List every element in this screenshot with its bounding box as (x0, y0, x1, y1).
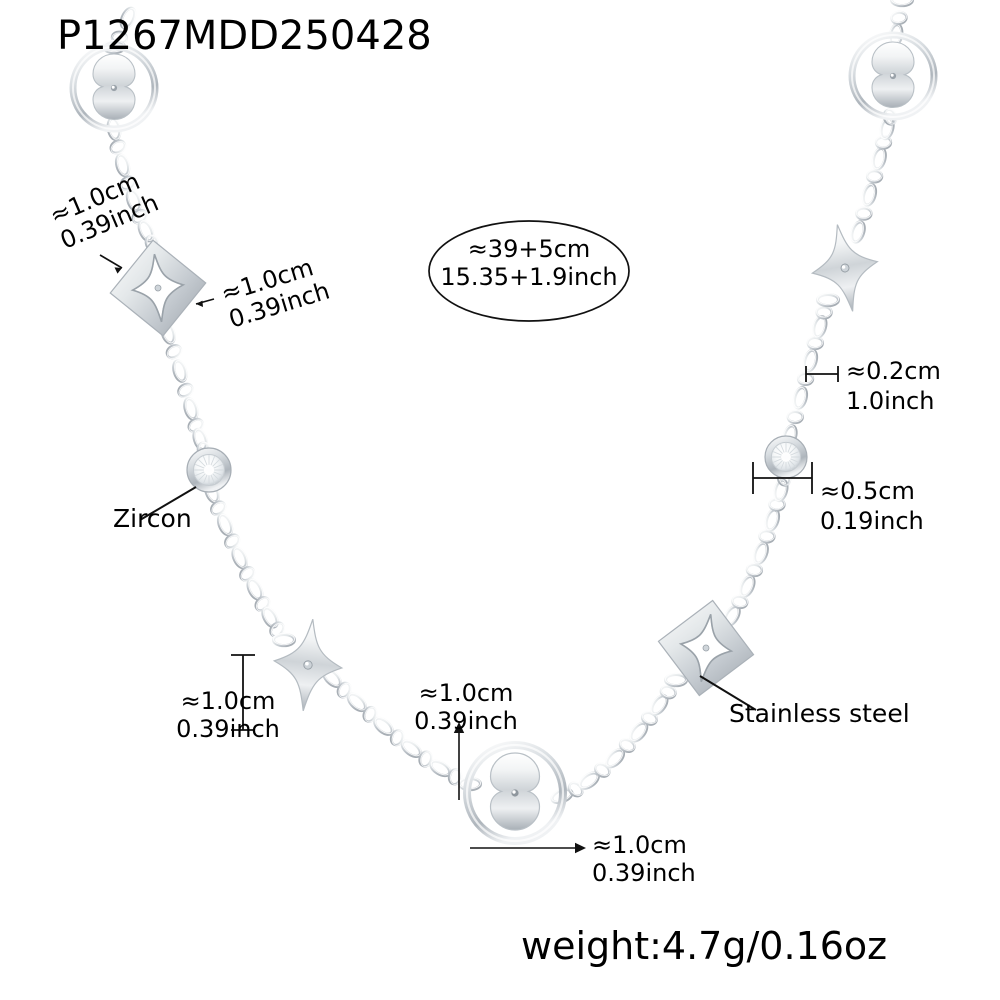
leader-stainless-steel (699, 675, 757, 711)
annotation-zircon-size-inch: 0.19inch (820, 507, 924, 535)
annotation-bottom-circle-height-inch: 0.39inch (414, 707, 518, 735)
zircon-bezel-stone-left (186, 447, 232, 493)
zircon-bezel-stone-right (764, 435, 808, 479)
quatrefoil-in-ring-charm-top-right (848, 31, 938, 121)
annotation-bottom-circle-width-inch: 0.39inch (592, 859, 696, 887)
length-badge-inch: 15.35+1.9inch (440, 263, 618, 291)
four-point-star-charm-right (810, 224, 879, 312)
annotation-chain-width-inch: 1.0inch (846, 387, 935, 415)
annotation-bottom-star-cm: ≈1.0cm (180, 687, 276, 715)
annotation-bottom-star-inch: 0.39inch (176, 715, 280, 743)
product-weight: weight:4.7g/0.16oz (521, 924, 888, 968)
four-point-star-charm-bottom-left (272, 619, 344, 711)
annotation-zircon-size-cm: ≈0.5cm (820, 477, 915, 505)
quatrefoil-in-ring-charm-top-left (69, 43, 159, 133)
length-badge-outline (428, 220, 630, 322)
star-in-diamond-charm-right (657, 599, 755, 697)
annotation-bottom-circle-height-cm: ≈1.0cm (418, 679, 514, 707)
annotation-bottom-circle-width-cm: ≈1.0cm (592, 831, 687, 859)
annotation-chain-width-cm: ≈0.2cm (846, 357, 941, 385)
annotation-zircon-label: Zircon (113, 504, 192, 533)
product-sku: P1267MDD250428 (57, 13, 432, 59)
annotation-stainless-steel-label: Stainless steel (729, 699, 910, 728)
annotation-leaders (99, 254, 839, 854)
leader-zircon (139, 486, 197, 521)
length-badge-cm: ≈39+5cm (467, 235, 591, 263)
quatrefoil-in-ring-charm-bottom (463, 741, 567, 845)
star-in-diamond-charm-left (109, 239, 207, 337)
